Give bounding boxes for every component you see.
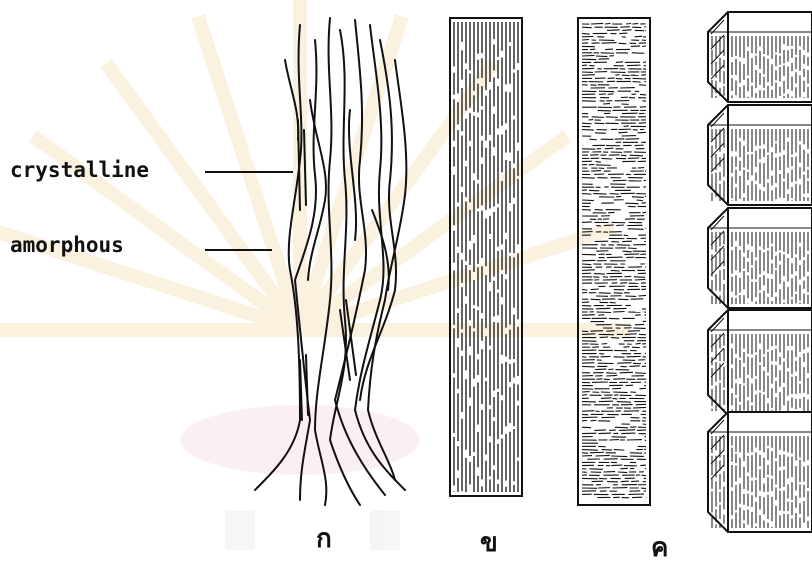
layered-strip-figure	[578, 18, 650, 505]
caption-c: ค	[651, 527, 668, 568]
stacked-blocks-figure	[708, 12, 812, 532]
caption-a: ก	[316, 518, 332, 559]
fibril-bundle-figure	[255, 18, 406, 505]
caption-b: ข	[480, 522, 498, 563]
microfibril-column-figure	[450, 18, 522, 496]
crystalline-label: crystalline	[10, 158, 149, 182]
amorphous-label: amorphous	[10, 233, 124, 257]
fiber-structure-diagram	[0, 0, 812, 555]
